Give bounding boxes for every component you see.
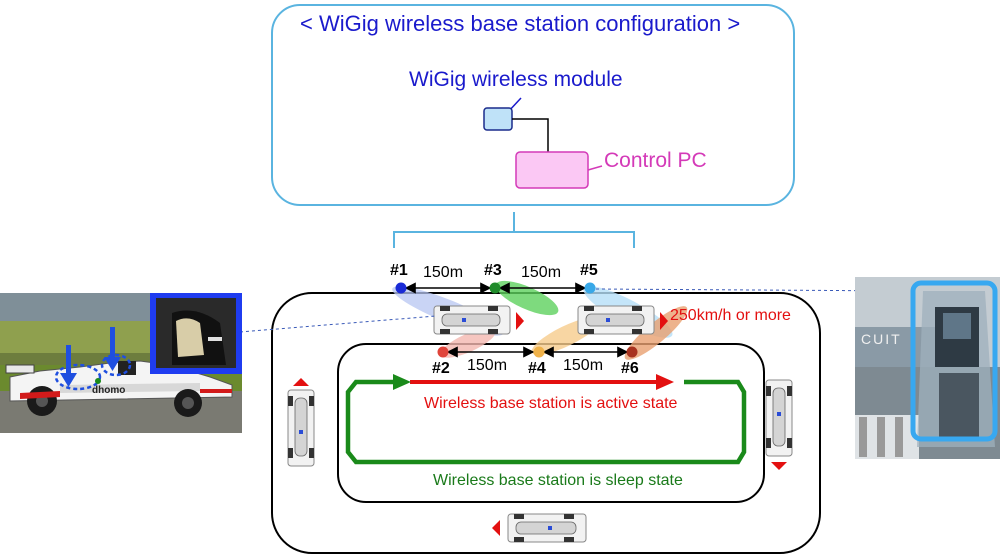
active-arrow-head	[656, 374, 674, 390]
sleep-loop	[345, 379, 747, 465]
track-car-top-1	[433, 305, 524, 335]
track-car-bottom	[492, 513, 587, 543]
active-state-label: Wireless base station is active state	[424, 395, 678, 412]
control-pc-label: Control PC	[604, 149, 707, 172]
sleep-state-label: Wireless base station is sleep state	[433, 472, 683, 489]
station-label-4: #4	[528, 360, 546, 377]
station-label-2: #2	[432, 360, 450, 377]
distance-label-2-4: 150m	[467, 357, 508, 374]
trackside-station-photo: CUIT	[855, 277, 1000, 459]
track-car-right	[765, 379, 793, 470]
station-label-3: #3	[484, 262, 502, 279]
wigig-module-box	[483, 107, 513, 131]
config-title: < WiGig wireless base station configurat…	[300, 11, 741, 36]
config-frame	[271, 4, 795, 206]
station-dot-3	[489, 282, 501, 294]
speed-label: 250km/h or more	[670, 307, 791, 324]
sleep-arrow-head	[393, 374, 411, 390]
car-livery-text: dhomo	[92, 385, 126, 396]
track-sign-text: CUIT	[861, 331, 902, 347]
station-dot-4	[533, 346, 545, 358]
distance-label-3-5: 150m	[521, 264, 562, 281]
race-car-photo: dhomo	[0, 293, 242, 433]
module-pc-cable	[512, 118, 549, 152]
beam-6	[624, 306, 688, 360]
wigig-module-label: WiGig wireless module	[409, 68, 623, 91]
station-label-6: #6	[621, 360, 639, 377]
control-pc-box	[515, 151, 589, 189]
station-dot-1	[395, 282, 407, 294]
station-dot-2	[437, 346, 449, 358]
pc-label-pointer	[587, 165, 603, 171]
station-label-1: #1	[390, 262, 408, 279]
config-bracket	[393, 212, 635, 248]
station-dot-5	[584, 282, 596, 294]
station-dot-6	[626, 346, 638, 358]
leader-left-photo	[239, 315, 437, 333]
distance-label-1-3: 150m	[423, 264, 464, 281]
station-label-5: #5	[580, 262, 598, 279]
distance-label-4-6: 150m	[563, 357, 604, 374]
track-car-top-2	[577, 305, 668, 335]
track-car-left	[287, 378, 315, 467]
